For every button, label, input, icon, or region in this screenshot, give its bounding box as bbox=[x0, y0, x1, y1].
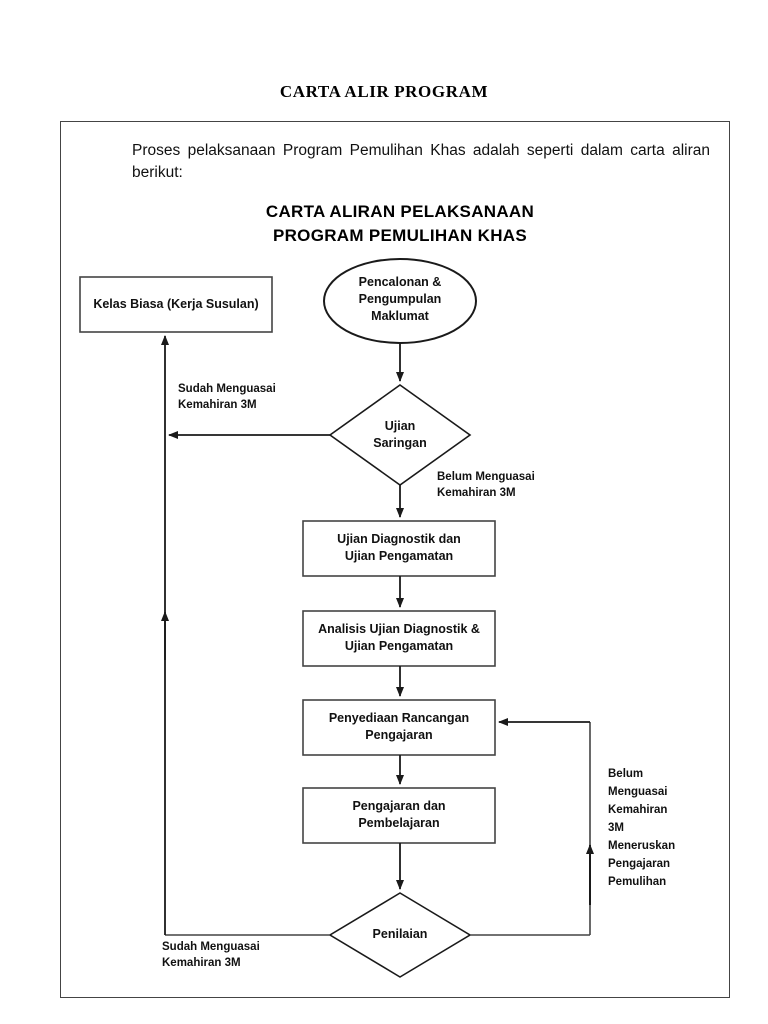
edge-label-penilaian-belum-line-1: Belum bbox=[608, 768, 644, 780]
edge-label-penilaian-belum-line-2: Menguasai bbox=[608, 786, 668, 798]
node-label-start-line-1: Pencalonan & bbox=[358, 275, 442, 289]
chart-heading-line-2: PROGRAM PEMULIHAN KHAS bbox=[272, 226, 528, 245]
edge-label-penilaian-belum-line-6: Pengajaran bbox=[608, 858, 670, 870]
chart-heading-line-1: CARTA ALIRAN PELAKSANAAN bbox=[265, 202, 535, 221]
node-label-ujian-saringan-line-1: Ujian bbox=[384, 419, 416, 433]
edge-label-saringan-sudah: Sudah Menguasai Kemahiran 3M bbox=[178, 381, 358, 413]
node-label-analisis-ujian-line-2: Ujian Pengamatan bbox=[344, 639, 454, 653]
edge-label-penilaian-sudah: Sudah Menguasai Kemahiran 3M bbox=[162, 939, 352, 971]
edge-label-penilaian-sudah-line-1: Sudah Menguasai bbox=[162, 941, 260, 953]
node-label-kelas-biasa-line-1: Kelas Biasa (Kerja Susulan) bbox=[93, 297, 259, 311]
node-label-penyediaan-rancangan: Penyediaan Rancangan Pengajaran bbox=[303, 710, 495, 744]
node-label-ujian-diagnostik-line-2: Ujian Pengamatan bbox=[344, 549, 454, 563]
node-label-penilaian-line-1: Penilaian bbox=[372, 927, 428, 941]
node-label-ujian-saringan: Ujian Saringan bbox=[330, 418, 470, 452]
node-label-ujian-saringan-line-2: Saringan bbox=[373, 436, 427, 450]
edge-label-penilaian-belum-line-5: Meneruskan bbox=[608, 840, 676, 852]
node-label-kelas-biasa: Kelas Biasa (Kerja Susulan) bbox=[80, 296, 272, 313]
node-label-penyediaan-rancangan-line-1: Penyediaan Rancangan bbox=[328, 711, 470, 725]
node-shape-penilaian bbox=[328, 892, 472, 978]
edge-label-penilaian-belum-line-3: Kemahiran bbox=[608, 804, 668, 816]
edge-label-penilaian-sudah-line-2: Kemahiran 3M bbox=[162, 957, 241, 969]
node-label-penyediaan-rancangan-line-2: Pengajaran bbox=[365, 728, 433, 742]
edge-label-penilaian-belum-line-4: 3M bbox=[608, 822, 624, 834]
node-label-ujian-diagnostik-line-1: Ujian Diagnostik dan bbox=[337, 532, 461, 546]
content-frame-border bbox=[60, 121, 730, 998]
node-label-start-line-2: Pengumpulan bbox=[358, 292, 442, 306]
node-label-pengajaran-pembelajaran-line-1: Pengajaran dan bbox=[352, 799, 446, 813]
page-title: CARTA ALIR PROGRAM bbox=[279, 82, 489, 101]
edge-label-saringan-belum: Belum Menguasai Kemahiran 3M bbox=[437, 469, 617, 501]
node-label-start: Pencalonan & Pengumpulan Maklumat bbox=[324, 274, 476, 325]
edge-label-saringan-sudah-line-2: Kemahiran 3M bbox=[178, 399, 257, 411]
node-label-pengajaran-pembelajaran: Pengajaran dan Pembelajaran bbox=[303, 798, 495, 832]
edge-label-penilaian-belum: Belum Menguasai Kemahiran 3M Meneruskan … bbox=[608, 765, 718, 891]
node-shape-analisis-ujian bbox=[302, 610, 496, 667]
node-label-pengajaran-pembelajaran-line-2: Pembelajaran bbox=[358, 816, 440, 830]
chart-heading: CARTA ALIRAN PELAKSANAAN PROGRAM PEMULIH… bbox=[150, 200, 650, 248]
node-label-start-line-3: Maklumat bbox=[371, 309, 429, 323]
node-label-analisis-ujian: Analisis Ujian Diagnostik & Ujian Pengam… bbox=[299, 621, 499, 655]
node-shape-pengajaran-pembelajaran bbox=[302, 787, 496, 844]
edge-label-saringan-sudah-line-1: Sudah Menguasai bbox=[178, 383, 276, 395]
intro-paragraph: Proses pelaksanaan Program Pemulihan Kha… bbox=[132, 142, 710, 181]
edge-label-saringan-belum-line-2: Kemahiran 3M bbox=[437, 487, 516, 499]
node-label-penilaian: Penilaian bbox=[330, 926, 470, 943]
edge-label-saringan-belum-line-1: Belum Menguasai bbox=[437, 471, 535, 483]
node-label-analisis-ujian-line-1: Analisis Ujian Diagnostik & bbox=[318, 622, 480, 636]
node-label-ujian-diagnostik: Ujian Diagnostik dan Ujian Pengamatan bbox=[303, 531, 495, 565]
node-shape-ujian-diagnostik bbox=[302, 520, 496, 577]
node-shape-penyediaan-rancangan bbox=[302, 699, 496, 756]
edge-label-penilaian-belum-line-7: Pemulihan bbox=[608, 876, 667, 888]
node-shape-kelas-biasa bbox=[79, 276, 273, 333]
